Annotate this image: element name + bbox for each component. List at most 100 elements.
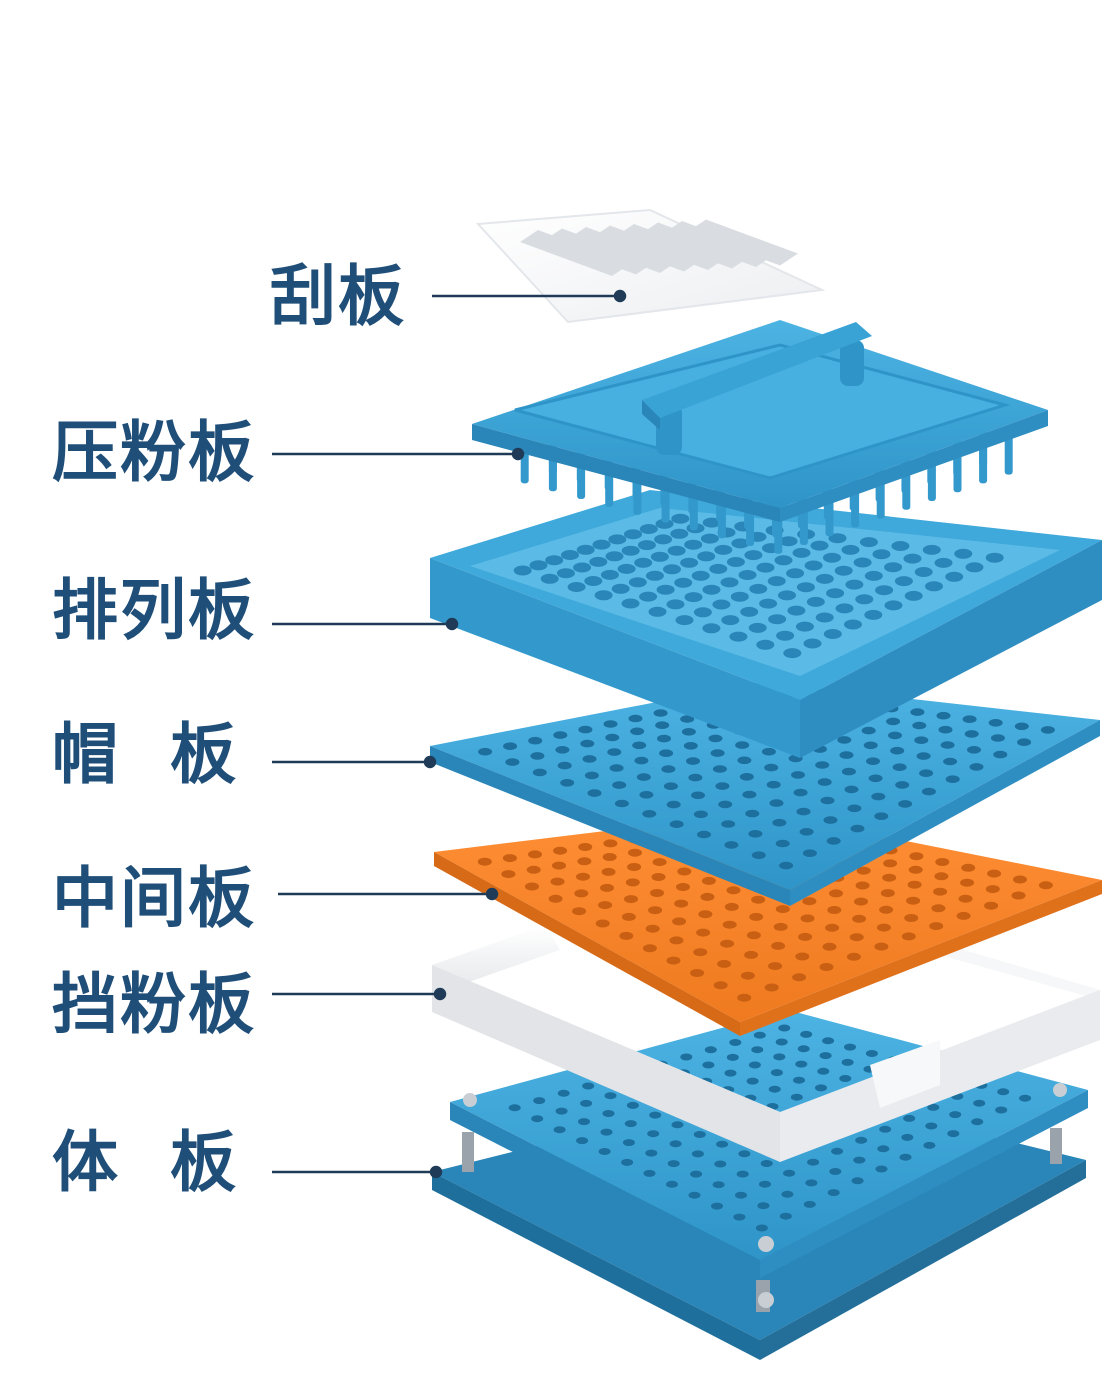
plate-hole — [904, 590, 923, 601]
plate-hole — [819, 1052, 832, 1060]
plate-hole — [790, 1093, 803, 1101]
cap-plate-top — [430, 682, 1100, 890]
plate-hole — [990, 734, 1005, 742]
plate-hole — [525, 882, 539, 891]
plate-hole — [943, 757, 958, 766]
plate-hole — [744, 550, 763, 561]
plate-hole — [691, 570, 710, 581]
plate-hole — [755, 1224, 768, 1232]
plate-hole — [863, 741, 878, 750]
plate-hole — [753, 1031, 766, 1039]
plate-hole — [767, 576, 786, 587]
scraper-plate-slots — [520, 219, 798, 276]
plate-hole — [684, 539, 703, 550]
plate-hole — [839, 1075, 852, 1082]
plate-hole — [720, 577, 739, 588]
plate-hole — [636, 773, 651, 781]
plate-hole — [680, 557, 699, 568]
plate-hole — [576, 1137, 589, 1145]
plate-hole — [532, 768, 547, 777]
plate-hole — [904, 914, 919, 922]
guard-plate — [432, 925, 1100, 1162]
plate-hole — [749, 912, 764, 921]
plate-hole — [653, 709, 668, 717]
press-plate-lid — [514, 343, 1011, 480]
arrange-plate-right — [800, 540, 1102, 758]
plate-hole — [718, 800, 733, 809]
plate-hole — [773, 1053, 786, 1061]
plate-hole — [710, 749, 725, 757]
plate-hole — [919, 769, 934, 777]
plate-hole — [826, 588, 845, 599]
scraper-slot — [688, 219, 798, 266]
middle-plate-side-right — [740, 880, 1102, 1036]
plate-hole — [894, 576, 913, 587]
label-arrange-plate: 排列板 — [52, 572, 256, 649]
plate-hole — [909, 852, 924, 861]
plate-hole — [578, 725, 593, 734]
plate-hole — [792, 973, 807, 982]
plate-hole — [652, 858, 667, 867]
plate-hole — [714, 544, 733, 555]
plate-hole — [715, 782, 730, 790]
plate-hole — [667, 1160, 680, 1168]
plate-hole — [795, 952, 810, 961]
plate-hole — [744, 950, 759, 959]
plate-hole — [578, 843, 593, 851]
plate-hole — [735, 741, 750, 749]
plate-hole — [985, 885, 1000, 894]
plate-hole — [938, 725, 953, 734]
plate-hole — [584, 576, 603, 586]
plate-hole — [845, 579, 864, 590]
plate-hole — [906, 896, 921, 905]
press-plate — [472, 320, 1048, 554]
guard-plate-right-top — [930, 940, 1100, 1000]
plate-hole — [945, 571, 964, 582]
plate-hole — [841, 544, 860, 555]
plate-hole — [1038, 881, 1053, 890]
plate-hole — [555, 1107, 568, 1115]
plate-hole — [671, 1121, 684, 1129]
plate-hole — [988, 719, 1003, 727]
plate-hole — [985, 552, 1004, 563]
label-press-plate: 压粉板 — [52, 414, 256, 491]
plate-hole — [722, 920, 737, 929]
plate-hole — [614, 799, 629, 808]
plate-hole — [822, 942, 837, 951]
plate-hole — [602, 1110, 615, 1117]
plate-hole — [908, 865, 923, 874]
plate-hole — [901, 932, 916, 941]
plate-hole — [849, 933, 864, 942]
plate-hole — [929, 922, 944, 931]
plate-hole — [605, 733, 620, 742]
plate-hole — [875, 1165, 888, 1173]
plate-hole — [916, 752, 931, 760]
cap-plate — [430, 682, 1100, 906]
plate-hole — [621, 545, 640, 556]
plate-hole — [827, 906, 842, 914]
plate-hole — [666, 1180, 678, 1188]
plate-hole — [779, 536, 798, 547]
plate-hole — [683, 742, 698, 750]
plate-hole — [693, 607, 712, 618]
plate-hole — [844, 619, 862, 630]
press-plate-handle — [642, 322, 872, 455]
plate-hole — [945, 775, 960, 783]
plate-hole — [841, 1058, 854, 1066]
plate-hole — [746, 1077, 759, 1085]
plate-hole — [556, 568, 575, 579]
plate-hole — [802, 897, 817, 906]
plate-hole — [751, 895, 766, 904]
plate-hole — [688, 1191, 701, 1199]
plate-hole — [624, 1120, 637, 1128]
press-pin — [1004, 430, 1013, 475]
plate-hole — [855, 1136, 868, 1144]
plate-hole — [884, 562, 903, 573]
plate-hole — [831, 1147, 844, 1155]
plate-hole — [628, 848, 642, 857]
plate-hole — [729, 631, 748, 642]
plate-hole — [774, 555, 793, 566]
plate-hole — [697, 551, 716, 562]
plate-hole — [807, 1158, 820, 1166]
plate-hole — [954, 548, 973, 559]
